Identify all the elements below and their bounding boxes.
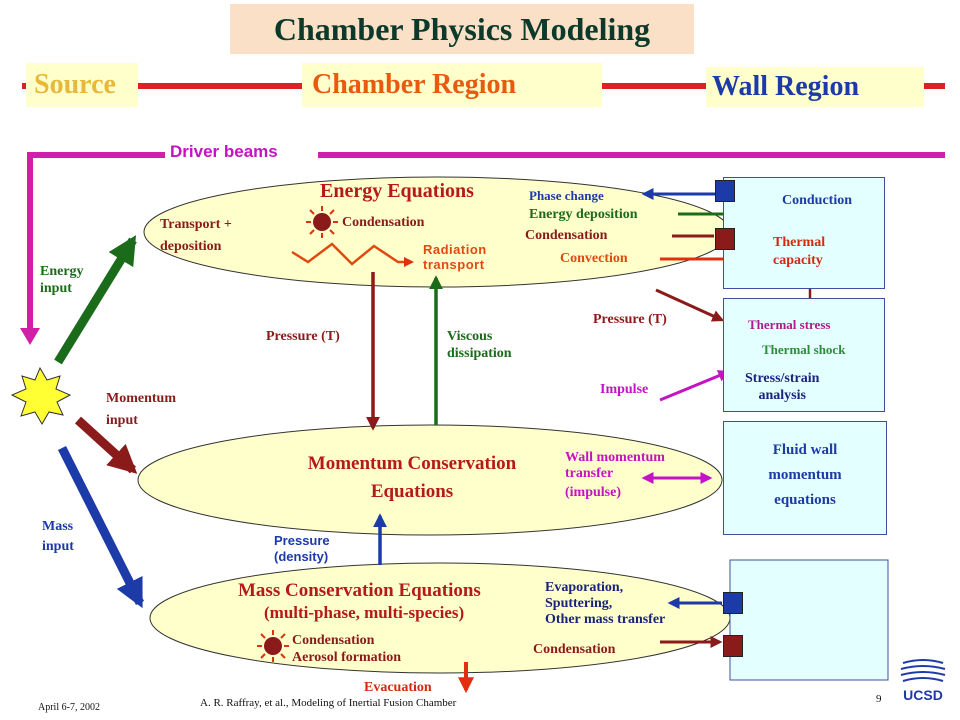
- convection-label: Convection: [560, 251, 628, 266]
- impulse-label: Impulse: [600, 382, 649, 397]
- mass-eq-subtitle: (multi-phase, multi-species): [264, 603, 465, 622]
- chamber-header: Chamber Region: [302, 63, 602, 107]
- ucsd-logo-text: UCSD: [903, 687, 943, 703]
- mass-wall-box: [729, 559, 889, 681]
- condensation-sun-icon: [306, 206, 338, 238]
- momentum-input-arrow: [74, 416, 138, 474]
- page-title: Chamber Physics Modeling: [273, 11, 651, 47]
- mass-input-arrow: [57, 445, 145, 609]
- ucsd-logo-icon: UCSD: [900, 659, 946, 703]
- driver-beams-line: [27, 152, 945, 330]
- condensation-square: [715, 228, 735, 250]
- mass-eq-title: Mass Conservation Equations: [238, 580, 481, 601]
- footer-page: 9: [876, 693, 882, 705]
- conduction-label: Conduction: [782, 193, 853, 208]
- driver-beams-label: Driver beams: [170, 142, 278, 161]
- condensation-wall-label: Condensation: [525, 228, 608, 243]
- footer-date: April 6-7, 2002: [38, 702, 100, 713]
- evacuation-label: Evacuation: [364, 680, 432, 695]
- source-header: Source: [26, 63, 138, 107]
- energy-input-arrow: [54, 235, 137, 365]
- stress-wall-box: [723, 298, 885, 412]
- wall-header: Wall Region: [706, 67, 924, 107]
- pressure-density-label: Pressure(density): [274, 533, 330, 564]
- phase-change-square: [715, 180, 735, 202]
- title-box: [230, 4, 694, 54]
- evaporation-label: Evaporation,Sputtering,Other mass transf…: [545, 580, 666, 627]
- evaporation-square: [723, 592, 743, 614]
- fluid-wall-box: [723, 421, 887, 535]
- transport-label: Transport +deposition: [160, 217, 232, 254]
- ucsd-logo: UCSD: [893, 655, 953, 705]
- energy-eq-title: Energy Equations: [320, 180, 474, 202]
- source-star-icon: [10, 366, 72, 425]
- pressure-wall-arrow: [655, 288, 725, 322]
- footer-citation: A. R. Raffray, et al., Modeling of Inert…: [200, 697, 457, 709]
- pressure-t-label: Pressure (T): [266, 329, 340, 344]
- energy-condensation-label: Condensation: [342, 215, 425, 230]
- impulse-arrow: [659, 370, 731, 402]
- thermal-stress-label: Thermal stress: [748, 317, 831, 332]
- energy-wall-box: [723, 177, 885, 289]
- energy-deposition-label: Energy deposition: [529, 207, 638, 222]
- phase-change-label: Phase change: [529, 188, 604, 203]
- driver-beams-arrowhead: [20, 328, 40, 345]
- aerosol-sun-icon: [257, 630, 289, 662]
- radiation-zigzag: [291, 242, 414, 267]
- pressure-wall-label: Pressure (T): [593, 312, 667, 327]
- thermal-shock-label: Thermal shock: [762, 342, 846, 357]
- mass-condensation-square: [723, 635, 743, 657]
- mass-condensation-wall-label: Condensation: [533, 642, 616, 657]
- momentum-ellipse: [137, 424, 723, 536]
